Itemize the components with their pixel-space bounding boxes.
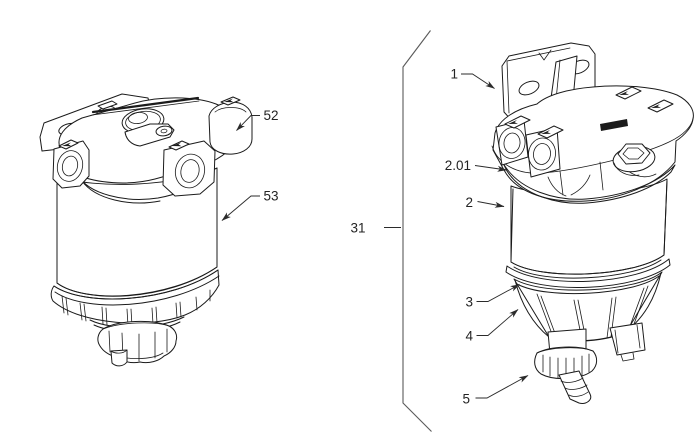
right-filter-body xyxy=(510,178,668,279)
callout-label-53: 53 xyxy=(264,189,279,204)
callouts: 31 52 53 1 2.01 2 3 4 xyxy=(221,30,529,432)
flow-arrow-icon xyxy=(62,142,72,147)
leader-line-3 xyxy=(476,284,520,302)
flow-arrow-icon xyxy=(651,104,661,108)
leader-line-2-01 xyxy=(474,165,507,172)
head-flange-lip xyxy=(502,162,676,204)
right-collar-ring xyxy=(505,258,671,289)
leader-line-4 xyxy=(476,309,519,336)
hex-plug xyxy=(612,143,656,176)
callout-4: 4 xyxy=(465,309,519,344)
head-top-slot xyxy=(97,100,118,110)
group-bracket-31 xyxy=(402,30,432,432)
bracket-hole xyxy=(518,80,540,96)
left-assembly xyxy=(39,93,253,367)
callout-label-31: 31 xyxy=(350,221,365,236)
top-port-bosses xyxy=(504,86,674,139)
left-port xyxy=(52,139,90,189)
priming-pump xyxy=(121,108,175,147)
callout-label-52: 52 xyxy=(264,108,279,123)
head-inlet-port xyxy=(495,119,529,166)
flow-arrow-icon xyxy=(172,142,182,147)
callout-label-2-01: 2.01 xyxy=(445,158,471,173)
callout-1: 1 xyxy=(450,67,495,89)
callout-label-1: 1 xyxy=(450,67,458,82)
callout-5: 5 xyxy=(462,375,529,407)
leader-line-1 xyxy=(461,73,495,89)
leader-line-53 xyxy=(221,195,260,221)
side-port-block xyxy=(208,96,253,155)
leader-line-5 xyxy=(475,375,529,399)
leader-line-52 xyxy=(236,115,260,131)
brand-stamp-mark xyxy=(600,119,628,131)
callout-3: 3 xyxy=(465,284,520,310)
callout-53: 53 xyxy=(221,189,279,221)
callout-label-5: 5 xyxy=(462,392,470,407)
callout-label-3: 3 xyxy=(465,295,473,310)
separator-bowl xyxy=(513,271,663,362)
drain-valve xyxy=(534,328,598,404)
hose-barb xyxy=(558,370,592,404)
flow-arrow-icon xyxy=(224,98,234,103)
head-outlet-port xyxy=(525,127,561,178)
leader-line-2 xyxy=(477,201,505,208)
left-filter-body xyxy=(56,167,218,303)
flow-arrow-icon xyxy=(508,120,518,124)
callout-label-4: 4 xyxy=(465,329,473,344)
callout-2-01: 2.01 xyxy=(445,158,507,173)
callout-52: 52 xyxy=(236,108,279,131)
callout-2: 2 xyxy=(465,195,505,210)
left-drain-nipple xyxy=(110,349,128,367)
flow-arrow-icon xyxy=(619,91,629,95)
left-drain-knob xyxy=(97,320,178,367)
front-port xyxy=(162,140,216,197)
right-filter-head xyxy=(491,85,694,204)
right-assembly xyxy=(491,42,694,404)
left-filter-head xyxy=(52,96,253,204)
callout-label-2: 2 xyxy=(465,195,473,210)
bowl-side-tab xyxy=(609,322,646,356)
flow-arrow-icon xyxy=(541,130,551,134)
